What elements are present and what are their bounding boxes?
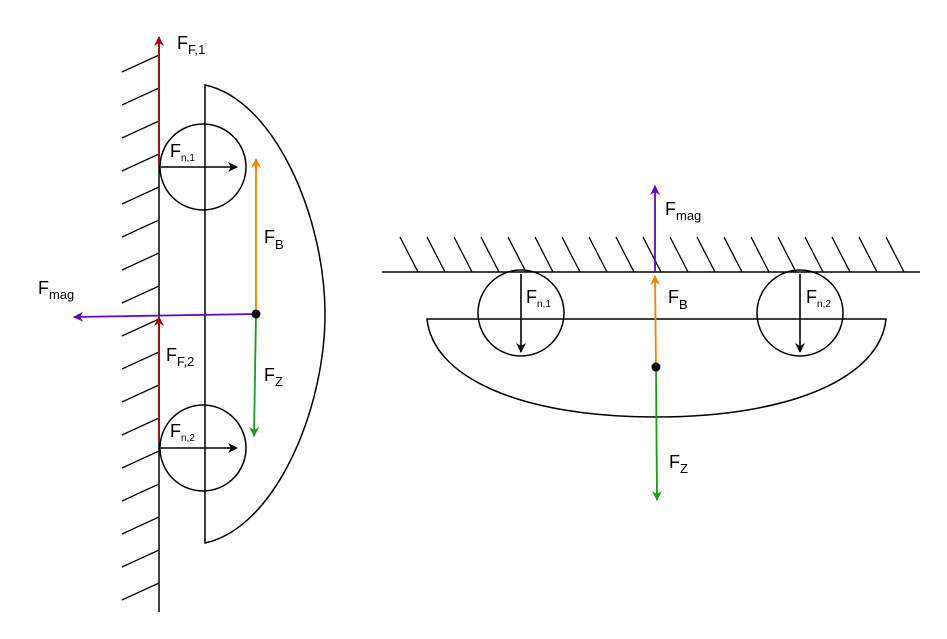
right-gravity-arrow [651,366,662,501]
left-label-fmag: Fmag [38,278,74,302]
left-wheel-2 [159,404,247,492]
right-wheel-2 [756,269,844,357]
left-wall-hatching [121,54,160,601]
left-diagram: FF,1 Fn,1 FB Fmag FF,2 FZ Fn,2 [38,33,326,612]
right-label-fn2: Fn,2 [806,287,831,310]
left-gravity-arrow [249,313,260,437]
left-wheel-1 [159,123,247,211]
left-magnetic-arrow [73,311,257,322]
left-label-fn1: Fn,1 [170,141,195,164]
right-label-fn1: Fn,1 [526,287,551,310]
right-label-fb: FB [668,287,688,312]
left-label-fz: FZ [264,365,283,389]
left-label-ff1: FF,1 [177,33,205,57]
left-label-fn2: Fn,2 [170,421,195,444]
right-label-fz: FZ [669,452,688,476]
right-ceiling-hatching [399,236,905,273]
left-body-shape [204,84,326,544]
right-center-of-mass [651,362,661,372]
left-label-ff2: FF,2 [166,345,194,369]
right-label-fmag: Fmag [665,199,701,223]
right-wheel-1 [477,269,565,357]
left-label-fb: FB [264,227,284,252]
left-center-of-mass [251,309,261,319]
right-buoyancy-arrow [650,275,661,368]
right-diagram: Fmag Fn,1 FB Fn,2 FZ [382,185,920,501]
